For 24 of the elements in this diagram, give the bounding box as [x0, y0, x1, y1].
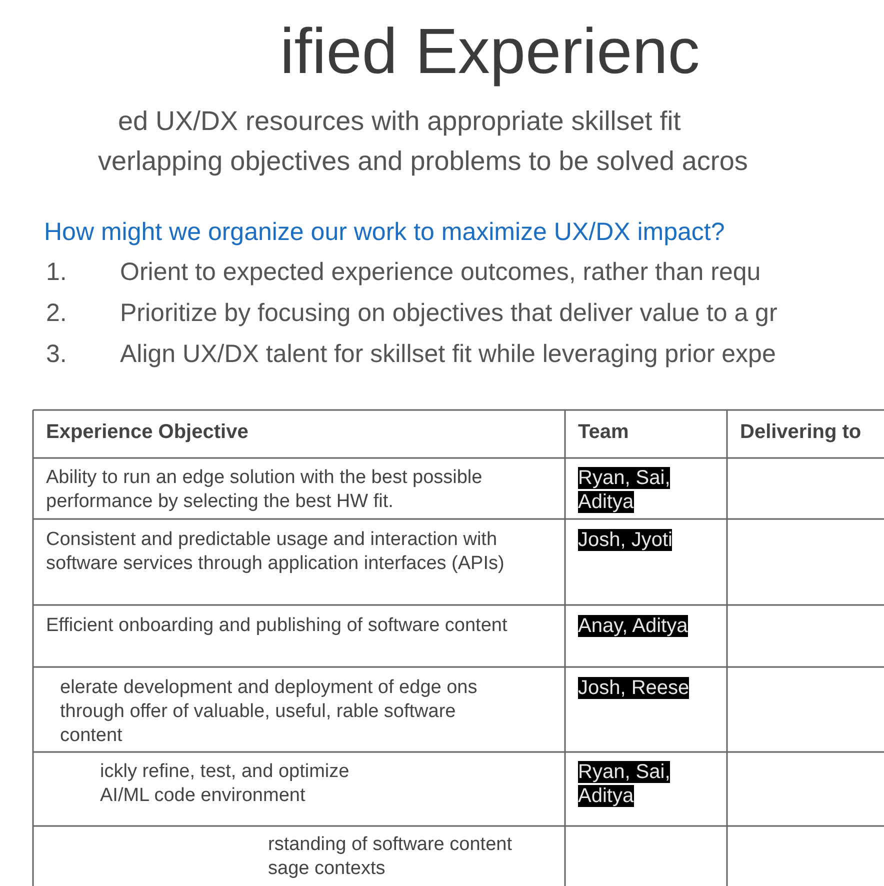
redacted-name: Josh, Reese — [578, 676, 690, 700]
slide-title: ified Experienc — [280, 14, 700, 88]
list-item-text: Orient to expected experience outcomes, rather than requ — [120, 258, 761, 287]
column-header: Experience Objective — [46, 420, 250, 444]
objective-text: elerate development and deployment of edge ons through offer of valuable, useful, rable software content — [60, 676, 478, 748]
subtitle-text: ed UX/DX resources with appropriate skillset fit — [118, 106, 681, 137]
question-heading: How might we organize our work to maximize UX/DX impact? — [44, 218, 725, 247]
subtitle-text: verlapping objectives and problems to be solved acros — [98, 146, 748, 177]
objective-text: Efficient onboarding and publishing of software content — [46, 614, 508, 638]
redacted-name: Josh, Jyoti — [578, 528, 673, 552]
column-header: Delivering to — [740, 420, 862, 444]
objective-text: Ability to run an edge solution with the best possible performance by selecting the best HW fit. — [46, 466, 484, 514]
redacted-name: Ryan, Sai, Aditya — [578, 760, 672, 808]
list-item-number: 3. — [46, 340, 67, 369]
list-number: 2. — [46, 299, 67, 328]
objective-text: rstanding of software content sage contexts — [268, 833, 513, 881]
redacted-name: Anay, Aditya — [578, 614, 689, 638]
list-number: 1. — [46, 258, 67, 287]
list-item-text: Align UX/DX talent for skillset fit while leveraging prior expe — [120, 340, 776, 369]
list-item-text: Prioritize by focusing on objectives that deliver value to a gr — [120, 299, 778, 328]
column-header: Team — [578, 420, 630, 444]
objective-text: Consistent and predictable usage and interaction with software services through application interfaces (APIs) — [46, 528, 506, 576]
objective-text: ickly refine, test, and optimize AI/ML code environment — [100, 760, 350, 808]
redacted-name: Ryan, Sai, Aditya — [578, 466, 672, 514]
